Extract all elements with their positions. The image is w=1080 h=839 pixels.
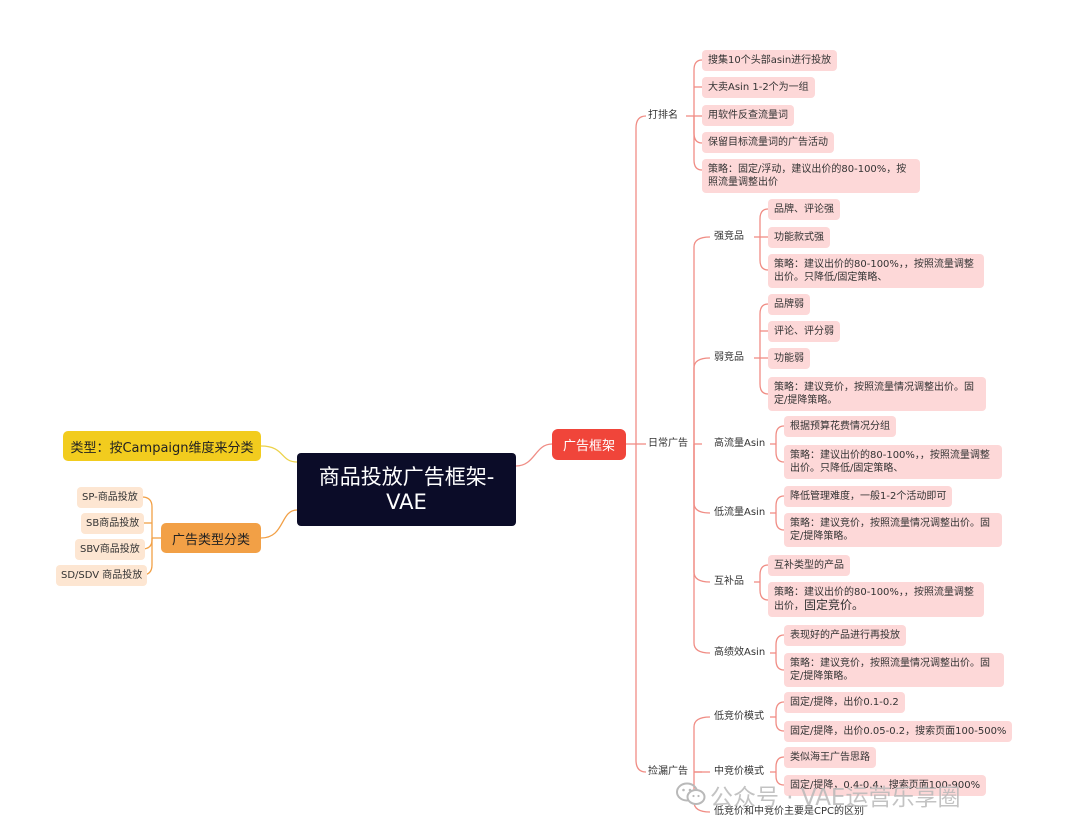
complement-node[interactable]: 互补品 (714, 576, 744, 587)
low-traffic-strategy[interactable]: 策略：建议竞价，按照流量情况调整出价。固定/提降策略。 (784, 513, 1002, 547)
weak-competitor-node[interactable]: 弱竞品 (714, 352, 744, 363)
ad-type-sp[interactable]: SP-商品投放 (77, 487, 143, 508)
high-perf-node[interactable]: 高绩效Asin (714, 647, 766, 658)
low-bid-item[interactable]: 固定/提降，出价0.1-0.2 (784, 692, 905, 713)
root-title-line2: VAE (386, 489, 427, 514)
rank-item[interactable]: 搜集10个头部asin进行投放 (702, 50, 838, 71)
low-bid-node[interactable]: 低竞价模式 (714, 711, 764, 722)
ad-type-sb[interactable]: SB商品投放 (81, 513, 145, 534)
high-traffic-item[interactable]: 根据预算花费情况分组 (784, 416, 896, 437)
high-traffic-strategy[interactable]: 策略：建议出价的80-100%，，按照流量调整出价。只降低/固定策略、 (784, 445, 1002, 479)
low-traffic-node[interactable]: 低流量Asin (714, 507, 766, 518)
type-node[interactable]: 类型：按Campaign维度来分类 (63, 431, 261, 461)
rank-item[interactable]: 保留目标流量词的广告活动 (702, 132, 834, 153)
complement-item[interactable]: 互补类型的产品 (768, 555, 850, 576)
high-perf-strategy[interactable]: 策略：建议竞价，按照流量情况调整出价。固定/提降策略。 (784, 653, 1004, 687)
rank-node[interactable]: 打排名 (648, 110, 678, 121)
watermark-text: 公众号 · VAE运营乐享圈 (710, 785, 961, 811)
bid-diff-node[interactable]: 低竞价和中竞价主要是CPC的区别 (714, 806, 864, 817)
mid-bid-item[interactable]: 固定/提降，0.4-0.4，搜索页面100-900% (784, 775, 987, 796)
leak-node[interactable]: 捡漏广告 (648, 766, 688, 777)
mid-bid-node[interactable]: 中竞价模式 (714, 766, 764, 777)
weak-strategy[interactable]: 策略：建议竞价，按照流量情况调整出价。固定/提降策略。 (768, 377, 986, 411)
low-bid-item[interactable]: 固定/提降，出价0.05-0.2，搜索页面100-500% (784, 721, 1013, 742)
high-traffic-node[interactable]: 高流量Asin (714, 438, 766, 449)
strong-strategy[interactable]: 策略：建议出价的80-100%，，按照流量调整出价。只降低/固定策略、 (768, 254, 984, 288)
ad-type-node[interactable]: 广告类型分类 (161, 523, 261, 553)
strong-competitor-node[interactable]: 强竞品 (714, 231, 744, 242)
mid-bid-item[interactable]: 类似海王广告思路 (784, 747, 876, 768)
ad-type-sd[interactable]: SD/SDV 商品投放 (56, 565, 148, 586)
framework-node[interactable]: 广告框架 (552, 429, 626, 460)
weak-item[interactable]: 品牌弱 (768, 294, 810, 315)
rank-item[interactable]: 用软件反查流量词 (702, 105, 794, 126)
strong-item[interactable]: 功能款式强 (768, 227, 830, 248)
strong-item[interactable]: 品牌、评论强 (768, 199, 840, 220)
rank-item[interactable]: 大卖Asin 1-2个为一组 (702, 77, 815, 98)
weak-item[interactable]: 功能弱 (768, 348, 810, 369)
complement-strategy-fixed: 固定竞价。 (804, 598, 865, 612)
rank-strategy[interactable]: 策略：固定/浮动，建议出价的80-100%，按照流量调整出价 (702, 159, 920, 193)
high-perf-item[interactable]: 表现好的产品进行再投放 (784, 625, 906, 646)
complement-strategy[interactable]: 策略：建议出价的80-100%，，按照流量调整出价，固定竞价。 (768, 582, 984, 617)
ad-type-sbv[interactable]: SBV商品投放 (75, 539, 145, 560)
low-traffic-item[interactable]: 降低管理难度，一般1-2个活动即可 (784, 486, 953, 507)
complement-strategy-text: 策略：建议出价的80-100%，，按照流量调整出价， (774, 587, 974, 612)
root-title-line1: 商品投放广告框架- (318, 464, 495, 489)
wechat-icon (676, 782, 706, 805)
daily-node[interactable]: 日常广告 (648, 438, 688, 449)
root-node[interactable]: 商品投放广告框架-VAE (297, 453, 516, 526)
weak-item[interactable]: 评论、评分弱 (768, 321, 840, 342)
